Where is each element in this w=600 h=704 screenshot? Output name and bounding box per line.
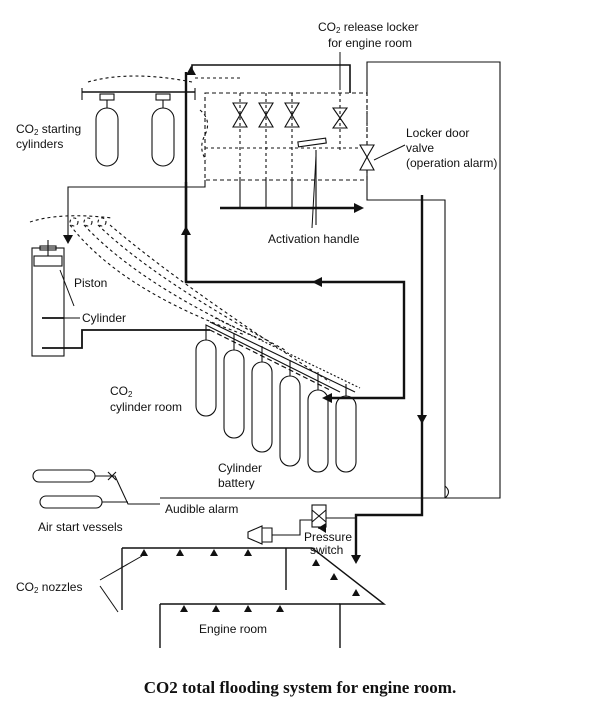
starting-cylinders-label: CO2 starting [16, 122, 81, 137]
release-locker-label: CO2 release locker [318, 20, 419, 35]
nozzles-label-co: CO [16, 580, 34, 594]
cylinder-battery [195, 317, 361, 473]
nozzles-label-sub: 2 [34, 586, 39, 595]
release-locker-label-sub: 2 [336, 26, 341, 35]
locker-door-label-line1: Locker door [406, 126, 470, 140]
activation-handle [297, 137, 327, 148]
release-locker-box [204, 92, 368, 181]
air-start-vessels [32, 469, 160, 509]
engine-room-label: Engine room [199, 622, 268, 636]
audible-alarm-label: Audible alarm [165, 502, 239, 516]
cylinder-battery-label-line1: Cylinder [218, 461, 263, 475]
locker-door-label-line3: (operation alarm) [406, 156, 498, 170]
air-start-vessels-label: Air start vessels [38, 520, 123, 534]
nozzles-label-rest: nozzles [38, 580, 83, 594]
piston-label: Piston [74, 276, 108, 290]
starting-label-sub: 2 [34, 128, 39, 137]
co2-nozzles-label: CO2 nozzles [16, 580, 82, 595]
release-locker-label-line2: for engine room [328, 36, 413, 50]
cylinder-room-label: CO2 [110, 384, 132, 399]
release-locker-label-co: CO [318, 20, 336, 34]
activation-handle-label: Activation handle [268, 232, 360, 246]
locker-door-label-line2: valve [406, 141, 435, 155]
pressure-switch-label-line1: Pressure [304, 530, 353, 544]
cylinder-room-label-sub: 2 [128, 390, 133, 399]
locker-valves [205, 93, 367, 180]
figure-caption: CO2 total flooding system for engine roo… [143, 678, 457, 697]
release-locker-label-rest: release locker [340, 20, 419, 34]
engine-room-outline [121, 547, 387, 648]
starting-label-co: CO [16, 122, 34, 136]
starting-cylinders-label-line2: cylinders [16, 137, 64, 151]
audible-alarm-horn [247, 525, 273, 545]
cylinder-label: Cylinder [82, 311, 127, 325]
cylinder-room-label-line2: cylinder room [110, 400, 183, 414]
control-cylinder [31, 240, 65, 357]
starting-cylinders [81, 75, 196, 167]
cylinder-battery-label-line2: battery [218, 476, 255, 490]
starting-label-rest: starting [38, 122, 82, 136]
cylinder-room-label-co: CO [110, 384, 128, 398]
flow-arrows [63, 66, 427, 564]
nozzles [140, 549, 360, 612]
locker-door-valve [359, 144, 375, 171]
pressure-switch-label-line2: switch [310, 543, 344, 557]
